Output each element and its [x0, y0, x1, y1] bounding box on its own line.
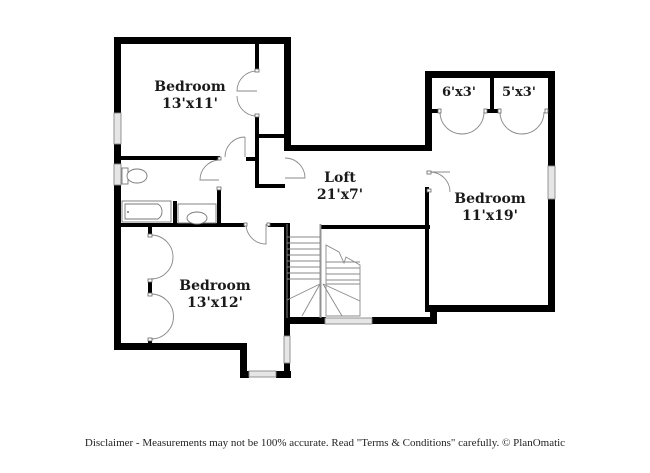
room-dimensions: 11'x19': [462, 208, 518, 224]
window-stair: [324, 317, 373, 325]
closet-label-2: 5'x3': [502, 85, 536, 100]
interior-walls: [121, 44, 499, 346]
room-dimensions: 13'x11': [162, 96, 218, 112]
room-name: Bedroom: [454, 191, 526, 207]
room-dimensions: 21'x7': [316, 187, 364, 203]
window-sw-side: [283, 335, 291, 364]
walls: [114, 37, 555, 378]
window-nw: [113, 112, 122, 145]
windows: [113, 112, 556, 378]
room-label-loft: Loft 21'x7': [295, 170, 385, 204]
bath-fixtures: [121, 167, 217, 225]
room-name: Loft: [324, 170, 356, 186]
closet-label-1: 6'x3': [442, 85, 476, 100]
room-name: Bedroom: [179, 278, 251, 294]
window-bath: [113, 163, 122, 186]
doors: [147, 68, 549, 342]
window-sw-bottom: [248, 370, 277, 378]
sink-icon: [177, 203, 217, 225]
room-label-bedroom-nw: Bedroom 13'x11': [140, 79, 240, 113]
room-dimensions: 13'x12': [187, 295, 243, 311]
room-label-bedroom-sw: Bedroom 13'x12': [165, 278, 265, 312]
toilet-icon: [121, 167, 148, 185]
room-name: Bedroom: [154, 79, 226, 95]
window-east: [547, 165, 556, 200]
bathtub-icon: [121, 200, 172, 223]
room-label-bedroom-east: Bedroom 11'x19': [440, 191, 540, 225]
staircase-icon: [286, 224, 361, 318]
disclaimer-text: Disclaimer - Measurements may not be 100…: [84, 437, 566, 449]
